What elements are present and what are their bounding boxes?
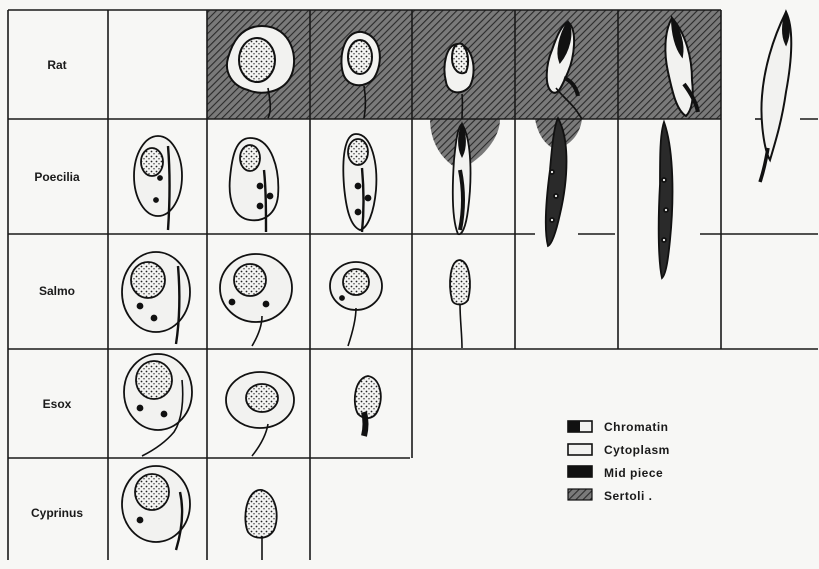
salmo-stage-1-spermatid	[122, 252, 190, 344]
mid-piece-swatch	[568, 466, 592, 477]
poecilia-stage-2-spermatid	[230, 138, 279, 232]
legend-label-cytoplasm: Cytoplasm	[604, 443, 670, 457]
row-label-esox: Esox	[43, 397, 72, 411]
legend: Chromatin Cytoplasm Mid piece Sertoli .	[568, 420, 670, 503]
legend-item-sertoli: Sertoli .	[568, 489, 653, 503]
sertoli-swatch	[568, 489, 592, 500]
row-label-poecilia: Poecilia	[34, 170, 80, 184]
chromatin-swatch-fill	[568, 421, 580, 432]
legend-label-sertoli: Sertoli .	[604, 489, 653, 503]
row-label-salmo: Salmo	[39, 284, 75, 298]
rat-mature-spermatozoon	[760, 12, 791, 182]
poecilia-stage-1-spermatid	[134, 136, 182, 230]
legend-item-cytoplasm: Cytoplasm	[568, 443, 670, 457]
row-label-rat: Rat	[47, 58, 66, 72]
salmo-stage-3-spermatid	[330, 262, 382, 346]
esox-stage-1-spermatid	[124, 354, 192, 456]
legend-item-mid-piece: Mid piece	[568, 466, 663, 480]
esox-stage-2-spermatid	[226, 372, 294, 456]
legend-label-mid-piece: Mid piece	[604, 466, 663, 480]
row-label-cyprinus: Cyprinus	[31, 506, 83, 520]
cyprinus-stage-1-spermatid	[122, 466, 190, 550]
salmo-stage-2-spermatid	[220, 254, 292, 346]
esox-stage-3-spermatid	[355, 376, 381, 436]
cytoplasm-swatch	[568, 444, 592, 455]
poecilia-stage-3-spermatid	[343, 134, 376, 232]
legend-label-chromatin: Chromatin	[604, 420, 669, 434]
cyprinus-stage-2-spermatid	[245, 490, 276, 560]
poecilia-stage-4-spermatid	[453, 124, 471, 234]
poecilia-stage-6-spermatid	[659, 122, 673, 278]
legend-item-chromatin: Chromatin	[568, 420, 669, 434]
salmo-stage-4-spermatid	[450, 260, 470, 348]
